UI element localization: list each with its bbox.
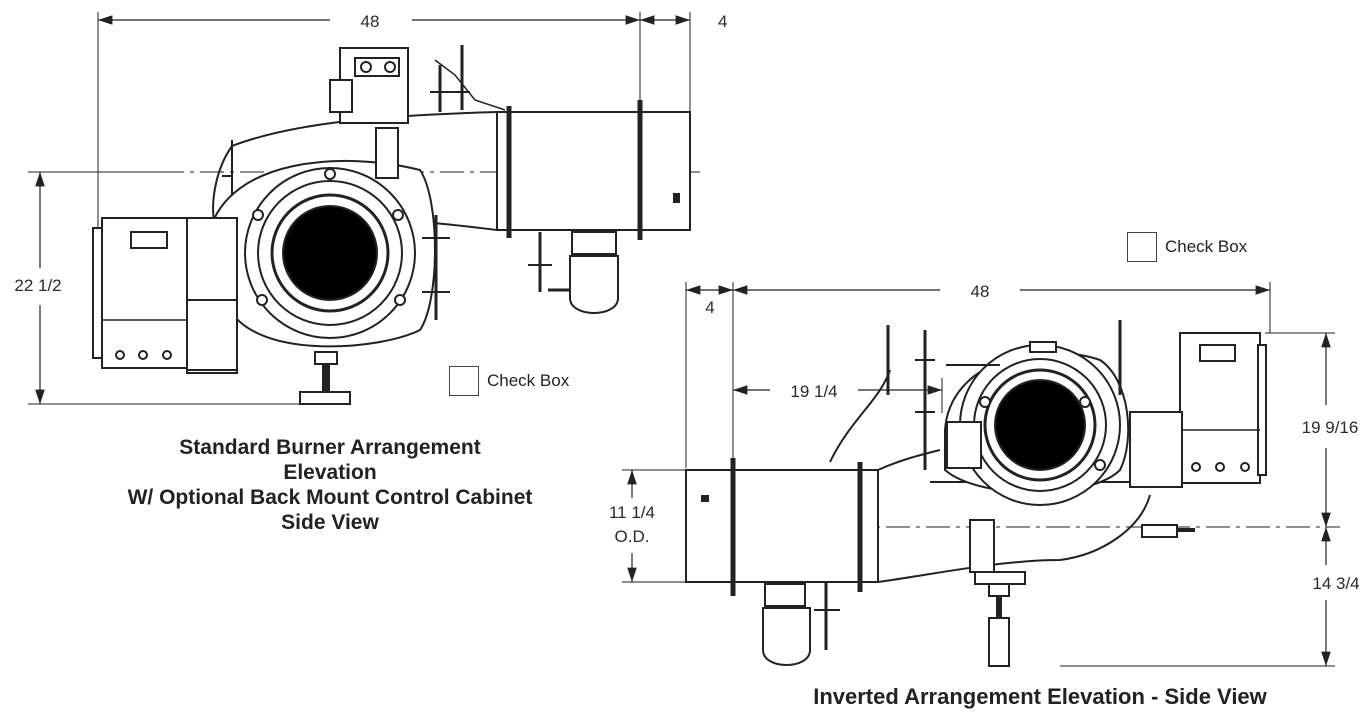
standard-height-label: 22 1/2 bbox=[14, 276, 61, 295]
standard-caption: Standard Burner Arrangement Elevation W/… bbox=[100, 435, 560, 535]
checkbox-square[interactable] bbox=[449, 366, 479, 396]
inverted-od-label-line1: 11 1/4 bbox=[609, 503, 655, 522]
standard-dimensions bbox=[35, 15, 690, 404]
inverted-extension-label: 4 bbox=[705, 298, 714, 317]
inverted-check-box-label: Check Box bbox=[1165, 237, 1248, 256]
standard-caption-line: Standard Burner Arrangement bbox=[179, 436, 481, 459]
inverted-length-label: 48 bbox=[971, 282, 990, 301]
standard-check-box[interactable]: Check Box bbox=[449, 366, 569, 396]
standard-extension-label: 4 bbox=[718, 12, 727, 31]
inverted-od-label-line2: O.D. bbox=[615, 527, 650, 546]
standard-length-label: 48 bbox=[361, 12, 380, 31]
checkbox-square[interactable] bbox=[1127, 232, 1157, 262]
inverted-dimensions bbox=[627, 285, 1331, 666]
standard-caption-line: Elevation bbox=[283, 461, 377, 484]
standard-caption-line: Side View bbox=[281, 511, 379, 534]
inverted-upper-height-label: 19 9/16 bbox=[1302, 418, 1359, 437]
inverted-check-box[interactable]: Check Box bbox=[1127, 232, 1247, 262]
standard-caption-line: W/ Optional Back Mount Control Cabinet bbox=[127, 486, 533, 509]
inverted-burner-drawing bbox=[622, 282, 1340, 667]
standard-burner-drawing bbox=[28, 12, 700, 405]
inverted-lower-height-label: 14 3/4 bbox=[1312, 574, 1359, 593]
inverted-offset-label: 19 1/4 bbox=[790, 382, 837, 401]
standard-check-box-label: Check Box bbox=[487, 371, 570, 390]
inverted-caption: Inverted Arrangement Elevation - Side Vi… bbox=[813, 684, 1267, 709]
